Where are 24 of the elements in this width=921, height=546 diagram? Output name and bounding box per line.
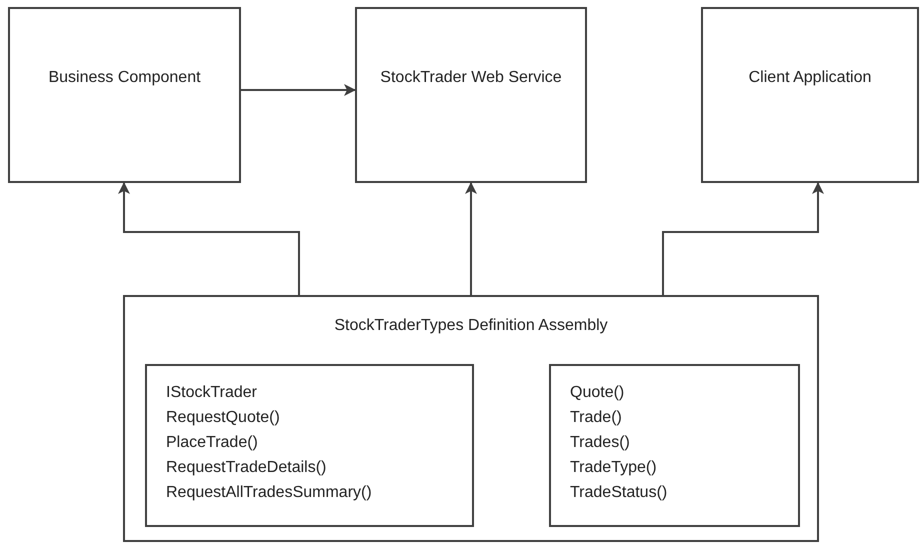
member-name: TradeStatus() — [570, 483, 668, 503]
member-name: IStockTrader — [166, 383, 257, 403]
member-name: PlaceTrade() — [166, 433, 258, 453]
member-list-box — [145, 364, 474, 527]
assembly-title: StockTraderTypes Definition Assembly — [333, 316, 609, 336]
arrow — [662, 182, 824, 295]
component-box — [123, 295, 819, 542]
arrow — [465, 182, 477, 295]
arrow — [241, 84, 356, 96]
arrow — [118, 182, 300, 295]
component-label: Business Component — [47, 68, 202, 88]
member-name: Trade() — [570, 408, 622, 428]
member-name: RequestTradeDetails() — [166, 458, 326, 478]
member-name: TradeType() — [570, 458, 657, 478]
component-box — [8, 7, 241, 183]
component-box — [355, 7, 587, 183]
member-name: RequestAllTradesSummary() — [166, 483, 372, 503]
member-name: Trades() — [570, 433, 630, 453]
component-label: Client Application — [748, 68, 872, 88]
member-name: RequestQuote() — [166, 408, 280, 428]
component-label: StockTrader Web Service — [379, 68, 563, 88]
member-list-box — [549, 364, 800, 527]
member-name: Quote() — [570, 383, 624, 403]
component-box — [701, 7, 919, 183]
